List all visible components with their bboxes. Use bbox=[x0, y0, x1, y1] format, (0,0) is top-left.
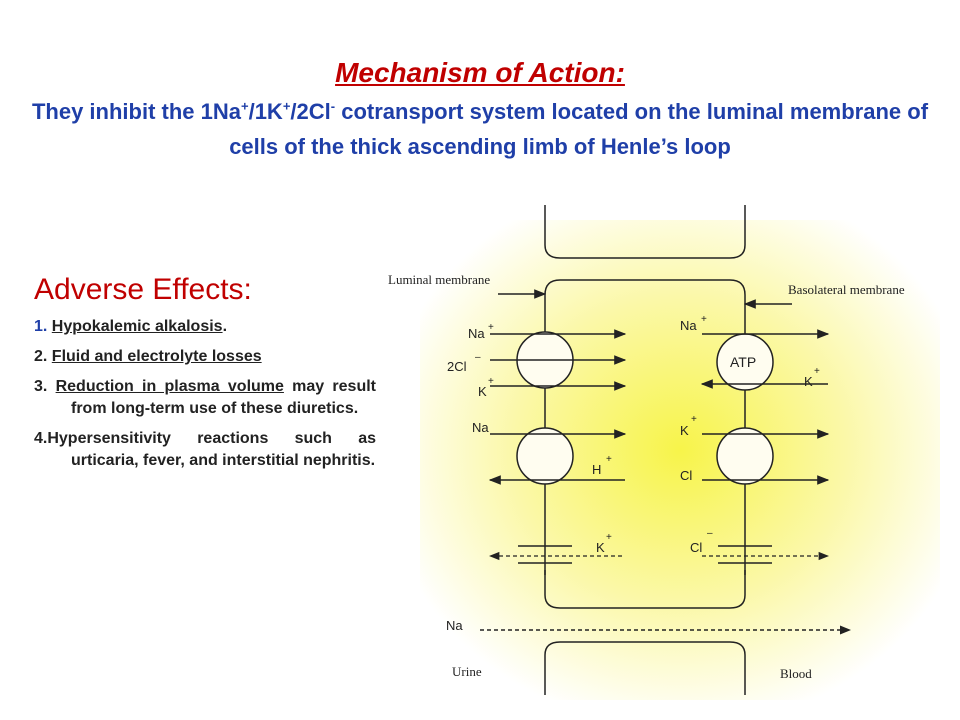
adverse-effects-title-text: Adverse Effects bbox=[34, 273, 244, 306]
na-label: Na bbox=[680, 318, 697, 333]
list-item: 2. Fluid and electrolyte losses bbox=[34, 346, 376, 368]
plus-sign: + bbox=[701, 314, 707, 325]
paracellular-na-label: Na bbox=[446, 618, 463, 633]
transport-diagram: Luminal membrane Basolateral membrane Na… bbox=[388, 205, 940, 700]
cell-outline-main bbox=[544, 279, 746, 575]
plus-sign: + bbox=[488, 376, 494, 387]
cl-label: Cl bbox=[680, 468, 692, 483]
na-label: Na bbox=[468, 326, 485, 341]
list-item-text: Fluid and electrolyte losses bbox=[51, 348, 262, 365]
urine-label: Urine bbox=[452, 664, 482, 679]
list-item-number: 2. bbox=[34, 348, 48, 365]
page-subtitle: They inhibit the 1Na+/1K+/2Cl- cotranspo… bbox=[20, 94, 940, 164]
list-item-number: 3. bbox=[34, 378, 48, 395]
list-item: 3. Reduction in plasma volume may result… bbox=[34, 376, 376, 420]
adverse-effects-title: Adverse Effects: bbox=[34, 270, 376, 310]
cl-label: Cl bbox=[690, 540, 702, 555]
subtitle-part: /1K bbox=[248, 99, 283, 124]
h-label: H bbox=[592, 462, 601, 477]
subtitle-part: They inhibit the 1Na bbox=[31, 99, 241, 124]
kcl-transporter-circle bbox=[716, 427, 774, 485]
adverse-effects-title-colon: : bbox=[243, 273, 252, 306]
page-title: Mechanism of Action: bbox=[335, 57, 625, 88]
list-item-number: 1. bbox=[34, 318, 48, 335]
plus-sign: + bbox=[488, 322, 494, 333]
atp-label: ATP bbox=[730, 354, 756, 370]
k-label: K bbox=[478, 384, 487, 399]
list-item-text: Reduction in plasma volume bbox=[55, 378, 284, 395]
luminal-membrane-label: Luminal membrane bbox=[388, 272, 490, 287]
list-item-tail: . bbox=[222, 318, 228, 335]
list-item: 1. Hypokalemic alkalosis. bbox=[34, 316, 376, 338]
cell-outline-top bbox=[544, 205, 746, 259]
plus-sign: + bbox=[691, 414, 697, 425]
list-item-text: Hypokalemic alkalosis bbox=[51, 318, 223, 335]
subtitle-part: /2Cl bbox=[290, 99, 331, 124]
list-item-text: Hypersensitivity reactions such as urtic… bbox=[47, 430, 376, 469]
cell-outline-main-bottom bbox=[544, 570, 746, 609]
na-h-exchanger-circle bbox=[516, 427, 574, 485]
adverse-effects-section: Adverse Effects: 1. Hypokalemic alkalosi… bbox=[34, 270, 376, 480]
list-item-tail: may result from long-term use of these d… bbox=[71, 378, 376, 417]
glow-background bbox=[420, 220, 940, 700]
list-item: 4.Hypersensitivity reactions such as urt… bbox=[34, 428, 376, 472]
blood-label: Blood bbox=[780, 666, 812, 681]
list-item-number: 4. bbox=[34, 430, 48, 447]
k-label: K bbox=[596, 540, 605, 555]
superscript: + bbox=[282, 98, 291, 114]
k-label: K bbox=[804, 374, 813, 389]
header: Mechanism of Action: They inhibit the 1N… bbox=[20, 54, 940, 164]
superscript: - bbox=[330, 98, 336, 114]
subtitle-part: cotransport system located on the lumina… bbox=[229, 99, 929, 159]
superscript: + bbox=[240, 98, 249, 114]
na-label: Na bbox=[472, 420, 489, 435]
plus-sign: + bbox=[606, 454, 612, 465]
cell-outline-bottom bbox=[544, 641, 746, 695]
minus-sign: – bbox=[707, 528, 713, 539]
k-label: K bbox=[680, 423, 689, 438]
plus-sign: + bbox=[814, 366, 820, 377]
basolateral-membrane-label: Basolateral membrane bbox=[788, 282, 905, 297]
cl2-label: 2Cl bbox=[447, 359, 467, 374]
minus-sign: – bbox=[475, 352, 481, 363]
adverse-effects-list: 1. Hypokalemic alkalosis. 2. Fluid and e… bbox=[34, 316, 376, 472]
plus-sign: + bbox=[606, 532, 612, 543]
